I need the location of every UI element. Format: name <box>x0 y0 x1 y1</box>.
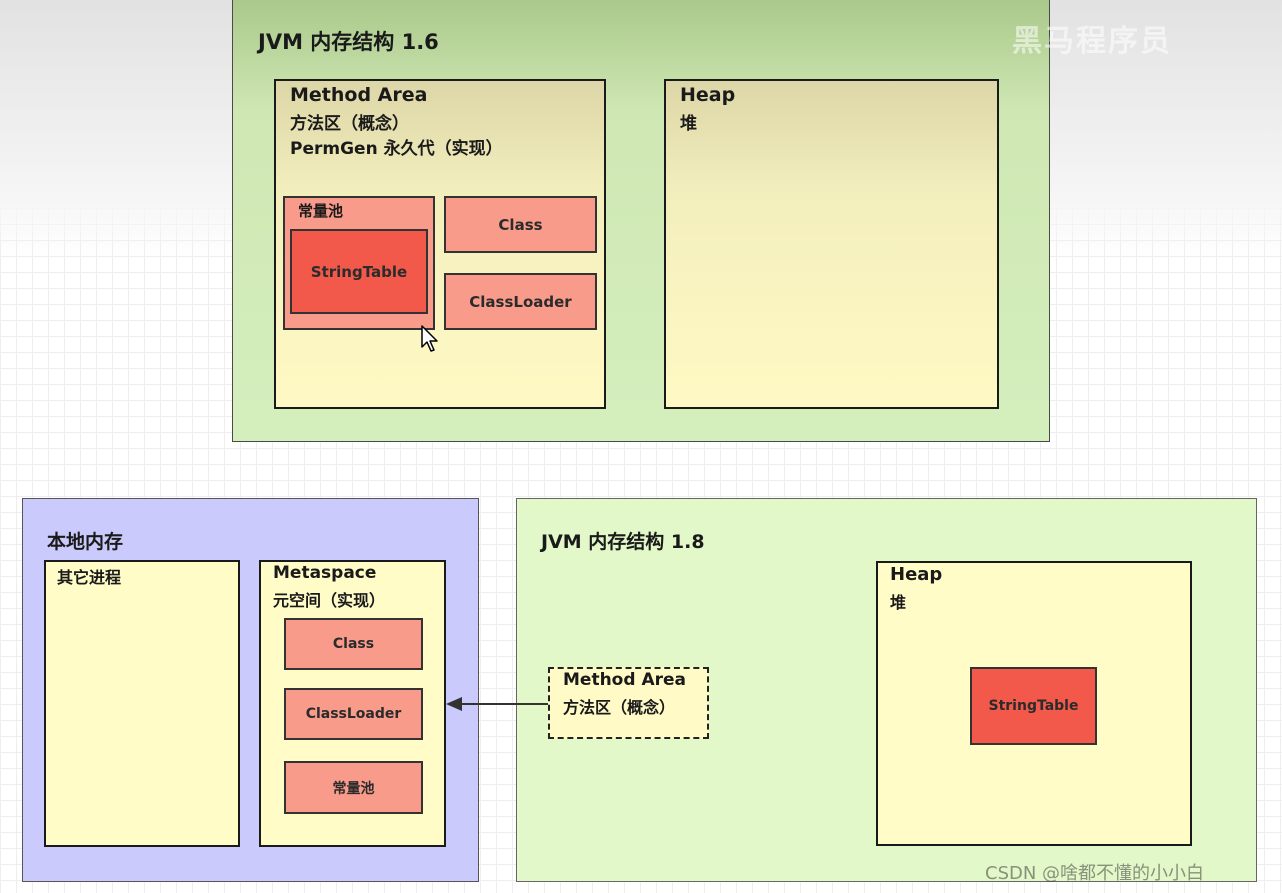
jvm18-method-area-subtitle: 方法区（概念） <box>563 698 676 717</box>
metaspace-classloader-label: ClassLoader <box>305 706 402 722</box>
jvm18-heap-subtitle: 堆 <box>890 593 907 612</box>
jvm16-method-area-impl: PermGen 永久代（实现） <box>290 139 503 159</box>
jvm16-class-box: Class <box>444 196 597 253</box>
jvm16-string-table-label: StringTable <box>310 262 408 281</box>
jvm18-method-area <box>548 667 709 739</box>
csdn-watermark: CSDN @啥都不懂的小小白 <box>985 863 1205 884</box>
other-process-label: 其它进程 <box>57 568 122 587</box>
metaspace-constant-pool-box: 常量池 <box>284 761 423 814</box>
metaspace-constant-pool-label: 常量池 <box>332 780 375 797</box>
metaspace-class-box: Class <box>284 618 423 670</box>
jvm16-constant-pool-label: 常量池 <box>298 202 344 220</box>
jvm16-class-label: Class <box>498 215 543 234</box>
jvm18-method-area-title: Method Area <box>563 670 686 690</box>
metaspace-title: Metaspace <box>273 563 377 583</box>
other-process-box <box>44 560 240 847</box>
jvm16-string-table: StringTable <box>290 229 428 314</box>
jvm16-classloader-box: ClassLoader <box>444 273 597 330</box>
jvm16-heap-subtitle: 堆 <box>680 114 697 134</box>
jvm18-string-table: StringTable <box>970 667 1097 745</box>
metaspace-class-label: Class <box>332 636 375 652</box>
jvm16-method-area-title: Method Area <box>290 84 428 106</box>
jvm16-classloader-label: ClassLoader <box>469 292 572 311</box>
jvm18-heap-title: Heap <box>890 564 943 585</box>
jvm18-string-table-label: StringTable <box>988 698 1079 714</box>
jvm16-heap-title: Heap <box>680 84 736 106</box>
jvm16-method-area-concept: 方法区（概念） <box>290 114 409 134</box>
jvm16-title: JVM 内存结构 1.6 <box>258 30 439 54</box>
logo-watermark: 黑马程序员 <box>1012 24 1172 59</box>
native-memory-title: 本地内存 <box>47 531 124 553</box>
metaspace-classloader-box: ClassLoader <box>284 688 423 740</box>
mouse-cursor-icon <box>421 325 438 352</box>
metaspace-subtitle: 元空间（实现） <box>273 591 386 610</box>
jvm16-heap <box>664 79 999 409</box>
method-area-to-metaspace-arrow <box>446 697 548 711</box>
jvm18-title: JVM 内存结构 1.8 <box>541 531 705 553</box>
